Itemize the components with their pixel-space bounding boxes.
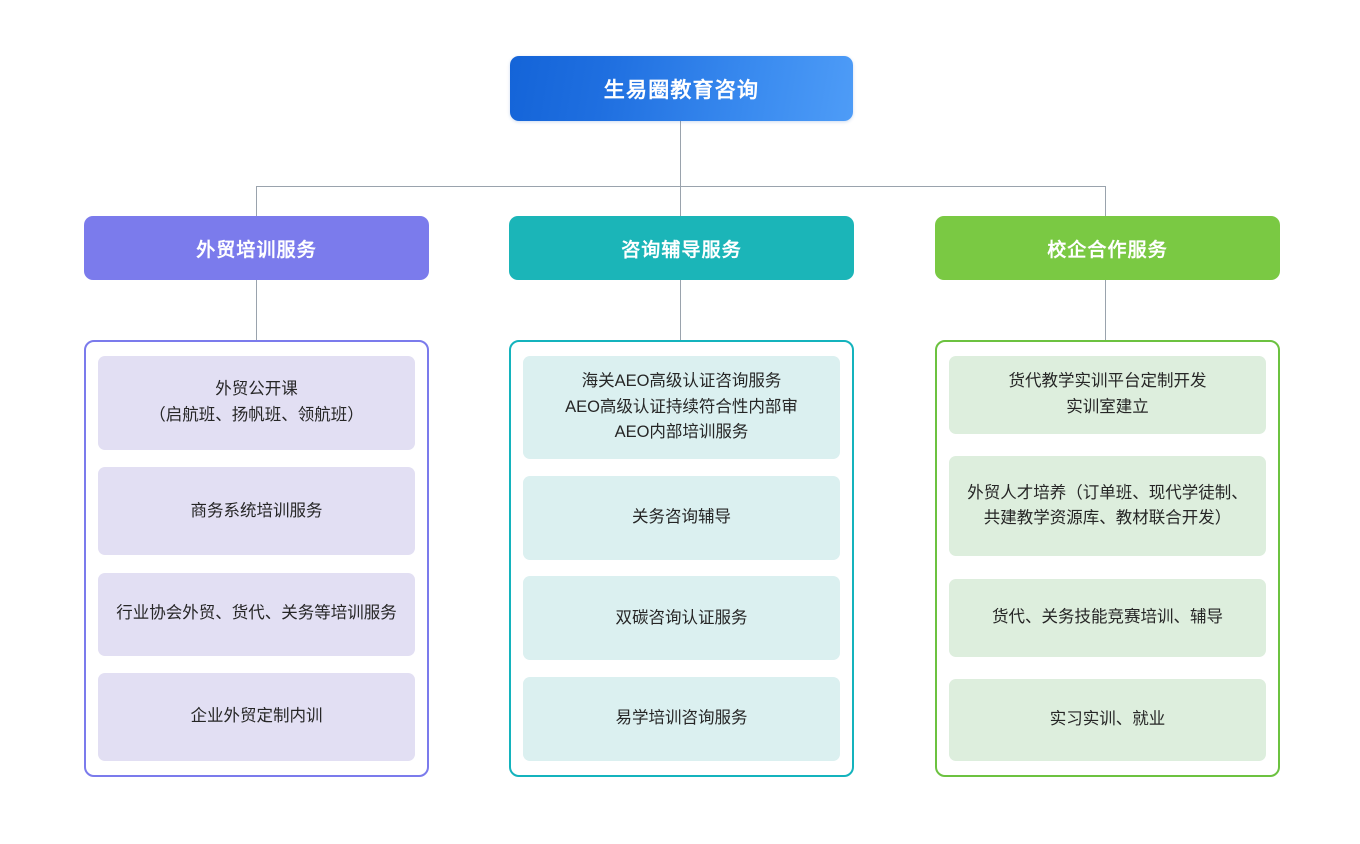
connector-branch-1-to-panel bbox=[256, 280, 257, 340]
connector-root-stem bbox=[680, 121, 681, 186]
branch-header-box: 校企合作服务 bbox=[935, 216, 1280, 280]
connector-branch-3-drop bbox=[1105, 186, 1106, 216]
service-card[interactable]: 易学培训咨询服务 bbox=[523, 676, 840, 761]
service-card[interactable]: 外贸人才培养（订单班、现代学徒制、共建教学资源库、教材联合开发） bbox=[949, 456, 1266, 557]
branch-header-consulting-tutoring[interactable]: 咨询辅导服务 bbox=[509, 216, 854, 280]
branch-header-box: 外贸培训服务 bbox=[84, 216, 429, 280]
connector-branch-1-drop bbox=[256, 186, 257, 216]
branch-panel-consulting-tutoring: 海关AEO高级认证咨询服务 AEO高级认证持续符合性内部审 AEO内部培训服务 … bbox=[509, 340, 854, 777]
service-card[interactable]: 货代、关务技能竞赛培训、辅导 bbox=[949, 578, 1266, 657]
branch-panel-school-enterprise-cooperation: 货代教学实训平台定制开发 实训室建立 外贸人才培养（订单班、现代学徒制、共建教学… bbox=[935, 340, 1280, 777]
branch-header-label: 校企合作服务 bbox=[1047, 239, 1168, 261]
service-card[interactable]: 货代教学实训平台定制开发 实训室建立 bbox=[949, 356, 1266, 434]
service-card[interactable]: 外贸公开课 （启航班、扬帆班、领航班） bbox=[98, 356, 415, 450]
branch-header-label: 咨询辅导服务 bbox=[621, 239, 742, 261]
service-card[interactable]: 双碳咨询认证服务 bbox=[523, 576, 840, 661]
branch-header-school-enterprise-cooperation[interactable]: 校企合作服务 bbox=[935, 216, 1280, 280]
root-node-label: 生易圈教育咨询 bbox=[603, 78, 760, 102]
service-card[interactable]: 商务系统培训服务 bbox=[98, 467, 415, 556]
branch-header-label: 外贸培训服务 bbox=[196, 239, 317, 261]
branch-header-foreign-trade-training[interactable]: 外贸培训服务 bbox=[84, 216, 429, 280]
service-card[interactable]: 关务咨询辅导 bbox=[523, 475, 840, 560]
service-card[interactable]: 海关AEO高级认证咨询服务 AEO高级认证持续符合性内部审 AEO内部培训服务 bbox=[523, 356, 840, 459]
branch-header-box: 咨询辅导服务 bbox=[509, 216, 854, 280]
service-card[interactable]: 企业外贸定制内训 bbox=[98, 672, 415, 761]
connector-branch-2-to-panel bbox=[680, 280, 681, 340]
branch-panel-foreign-trade-training: 外贸公开课 （启航班、扬帆班、领航班） 商务系统培训服务 行业协会外贸、货代、关… bbox=[84, 340, 429, 777]
service-card[interactable]: 实习实训、就业 bbox=[949, 678, 1266, 761]
connector-branch-3-to-panel bbox=[1105, 280, 1106, 340]
root-node[interactable]: 生易圈教育咨询 bbox=[510, 56, 853, 121]
connector-branch-2-drop bbox=[680, 186, 681, 216]
service-card[interactable]: 行业协会外贸、货代、关务等培训服务 bbox=[98, 572, 415, 656]
